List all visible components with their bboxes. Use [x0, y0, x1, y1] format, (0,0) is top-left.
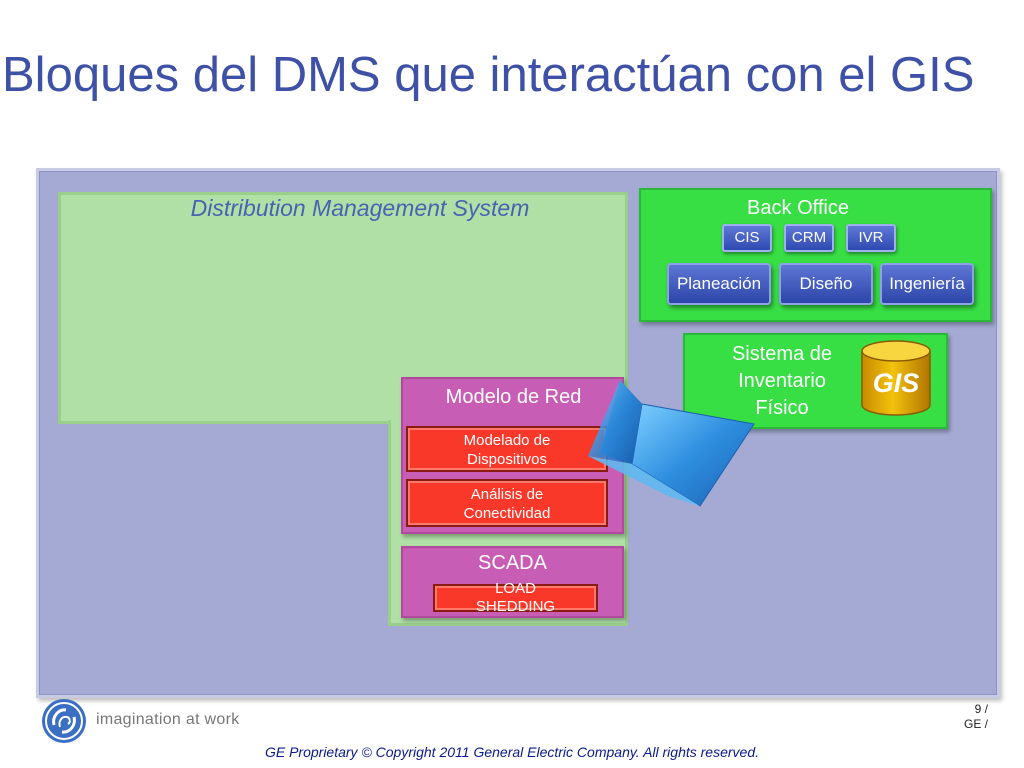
- cis-button: CIS: [722, 224, 772, 252]
- back-office-title: Back Office: [747, 197, 849, 219]
- item-line: Modelado de: [463, 432, 551, 449]
- item-line: Dispositivos: [466, 451, 548, 468]
- page-number-line: GE /: [963, 717, 988, 731]
- inventory-label-line: Físico: [755, 397, 809, 419]
- modelado-dispositivos-box: Modelado de Dispositivos: [406, 426, 608, 472]
- tagline: imagination at work: [96, 711, 240, 728]
- item-line: Conectividad: [463, 505, 551, 522]
- inventory-label-line: Inventario: [738, 370, 826, 392]
- item-line: LOAD: [495, 580, 536, 597]
- ge-logo: [42, 699, 86, 743]
- copyright-footer: GE Proprietary © Copyright 2011 General …: [264, 744, 760, 760]
- planeacion-button: Planeación: [667, 263, 771, 305]
- item-line: Análisis de: [470, 486, 544, 503]
- ivr-button: IVR: [846, 224, 896, 252]
- diseno-button: Diseño: [779, 263, 873, 305]
- page-number-line: 9 /: [974, 702, 988, 716]
- dms-label: Distribution Management System: [190, 195, 530, 221]
- inventory-label: Sistema de Inventario Físico: [700, 341, 864, 422]
- analisis-conectividad-box: Análisis de Conectividad: [406, 479, 608, 527]
- crm-button: CRM: [784, 224, 834, 252]
- database-icon: [861, 340, 931, 416]
- slide-title: Bloques del DMS que interactúan con el G…: [2, 48, 975, 102]
- load-shedding-box: LOAD SHEDDING: [433, 580, 598, 615]
- item-line: SHEDDING: [475, 598, 556, 615]
- modelo-red-title: Modelo de Red: [445, 386, 582, 408]
- scada-title: SCADA: [478, 552, 547, 574]
- arrow-icon: [588, 380, 755, 507]
- ingenieria-button: Ingeniería: [880, 263, 974, 305]
- page-number: 9 / GE /: [930, 702, 988, 732]
- inventory-label-line: Sistema de: [731, 343, 833, 365]
- gis-label: GIS: [872, 368, 920, 398]
